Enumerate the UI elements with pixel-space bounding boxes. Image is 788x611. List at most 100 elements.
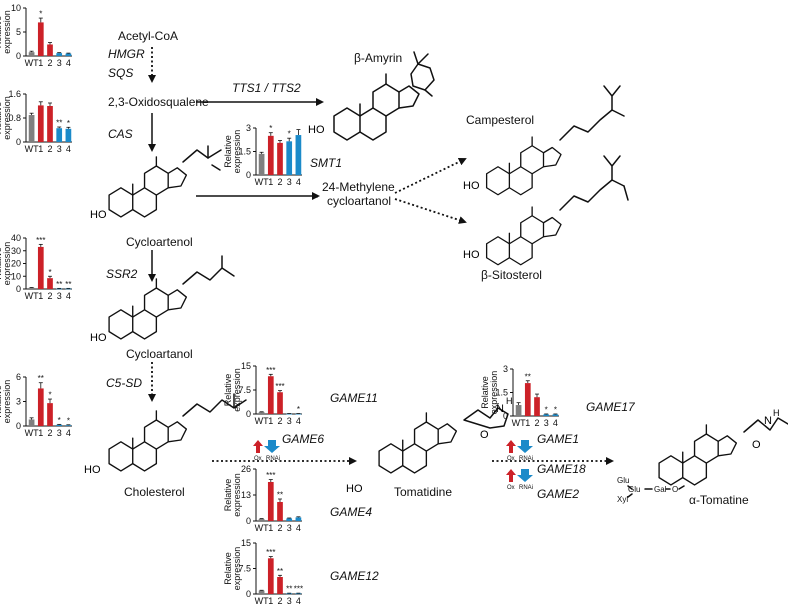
bar-2 <box>277 502 283 521</box>
bar-2 <box>47 44 53 56</box>
category-label: 3 <box>287 523 292 533</box>
arrow-methylene-campesterol <box>394 158 467 194</box>
y-tick-label: 0 <box>246 589 251 599</box>
bar-3 <box>56 424 63 426</box>
y-axis-label: Relativeexpression <box>223 547 242 591</box>
category-label: 2 <box>47 144 52 154</box>
label-campesterol: Campesterol <box>466 113 534 127</box>
label-alpha-tomatine: α-Tomatine <box>689 493 749 507</box>
y-axis-label: Relativeexpression <box>0 242 12 286</box>
bar-4 <box>65 288 72 290</box>
y-axis-label: Relativeexpression <box>0 380 12 424</box>
y-tick-label: 1.5 <box>238 147 251 157</box>
bar-4 <box>295 517 302 521</box>
category-label: WT <box>25 428 39 438</box>
bar-3 <box>286 593 293 595</box>
y-tick-label: 1.5 <box>495 388 508 398</box>
structure-campesterol: HO <box>463 85 625 196</box>
significance-label: *** <box>266 471 275 480</box>
label-oxidosqualene: 2,3-Oxidosqualene <box>108 95 209 109</box>
category-label: 1 <box>38 144 43 154</box>
bar-3 <box>56 288 63 290</box>
significance-label: * <box>58 416 61 425</box>
enzyme-game11: GAME11 <box>330 391 378 405</box>
cycloartenol-ho-label: HO <box>90 209 107 221</box>
bar-WT <box>515 405 522 416</box>
category-label: 2 <box>277 416 282 426</box>
campesterol-ho-label: HO <box>463 180 480 192</box>
y-tick-label: 7.5 <box>238 385 251 395</box>
significance-label: * <box>288 130 291 139</box>
bar-1 <box>267 376 274 414</box>
y-tick-label: 0 <box>246 170 251 180</box>
y-tick-label: 3 <box>503 364 508 374</box>
bar-1 <box>37 22 44 56</box>
structure-cholesterol: HO <box>84 393 247 476</box>
y-tick-label: 0 <box>16 137 21 147</box>
category-label: 3 <box>544 418 549 428</box>
bar-3 <box>543 414 550 416</box>
cholesterol-ho-label: HO <box>84 464 101 476</box>
label-acetyl-coa: Acetyl-CoA <box>118 29 178 43</box>
y-tick-label: 13 <box>241 490 251 500</box>
category-label: 3 <box>57 58 62 68</box>
category-label: WT <box>255 416 269 426</box>
category-label: WT <box>255 523 269 533</box>
y-tick-label: 3 <box>246 123 251 133</box>
legend-rnai: RNAi <box>519 485 533 491</box>
enzyme-ssr2: SSR2 <box>106 267 138 281</box>
bar-3 <box>286 518 293 521</box>
category-label: 2 <box>47 58 52 68</box>
arrow-methylene-sitosterol <box>394 198 467 224</box>
bar-WT <box>258 519 265 521</box>
category-label: 2 <box>47 428 52 438</box>
label-methylene-2: cycloartanol <box>327 194 391 208</box>
y-tick-label: 0 <box>503 411 508 421</box>
bar-4 <box>65 128 72 142</box>
significance-label: ** <box>65 280 71 289</box>
label-cycloartenol: Cycloartenol <box>126 235 193 249</box>
structure-cycloartenol: HO <box>90 145 222 221</box>
category-label: 3 <box>57 428 62 438</box>
enzyme-sqs: SQS <box>108 66 133 80</box>
bar-2 <box>47 278 53 289</box>
bar-1 <box>37 105 44 142</box>
enzyme-game4: GAME4 <box>330 505 372 519</box>
enzyme-labels: HMGR SQS CAS TTS1 / TTS2 SMT1 SSR2 C5-SD… <box>106 47 636 583</box>
y-tick-label: 3 <box>16 397 21 407</box>
bar-3 <box>56 53 63 56</box>
y-axis-label: Relativeexpression <box>0 96 12 140</box>
bar-1 <box>267 482 274 521</box>
sitosterol-ho-label: HO <box>463 249 480 261</box>
legend-rnai: RNAi <box>266 456 280 462</box>
y-axis-label: Relativeexpression <box>0 10 12 54</box>
y-tick-label: 20 <box>11 259 21 269</box>
category-label: 1 <box>38 291 43 301</box>
structure-alpha-tomatine: N H O Glu Glu Gal O Xyl <box>617 408 788 504</box>
game6-markers: Ox RNAi <box>253 440 280 462</box>
y-tick-label: 7.5 <box>238 564 251 574</box>
significance-label: * <box>269 124 272 133</box>
bar-3 <box>286 141 293 175</box>
y-tick-label: 30 <box>11 246 21 256</box>
enzyme-tts: TTS1 / TTS2 <box>232 81 301 95</box>
sugar-xyl: Xyl <box>617 495 628 504</box>
significance-label: ** <box>38 374 44 383</box>
y-tick-label: 10 <box>11 271 21 281</box>
significance-label: ** <box>525 372 531 381</box>
enzyme-game2: GAME2 <box>537 487 579 501</box>
bar-2 <box>534 397 540 416</box>
category-label: 4 <box>296 596 301 606</box>
label-methylene-1: 24-Methylene <box>322 180 395 194</box>
tomatidine-o-label: O <box>480 429 489 441</box>
category-label: 2 <box>277 596 282 606</box>
legend-ox: Ox <box>254 456 262 462</box>
enzyme-c5sd: C5-SD <box>106 376 142 390</box>
bar-1 <box>524 383 531 416</box>
y-tick-label: 0 <box>246 516 251 526</box>
bar-WT <box>258 590 265 594</box>
